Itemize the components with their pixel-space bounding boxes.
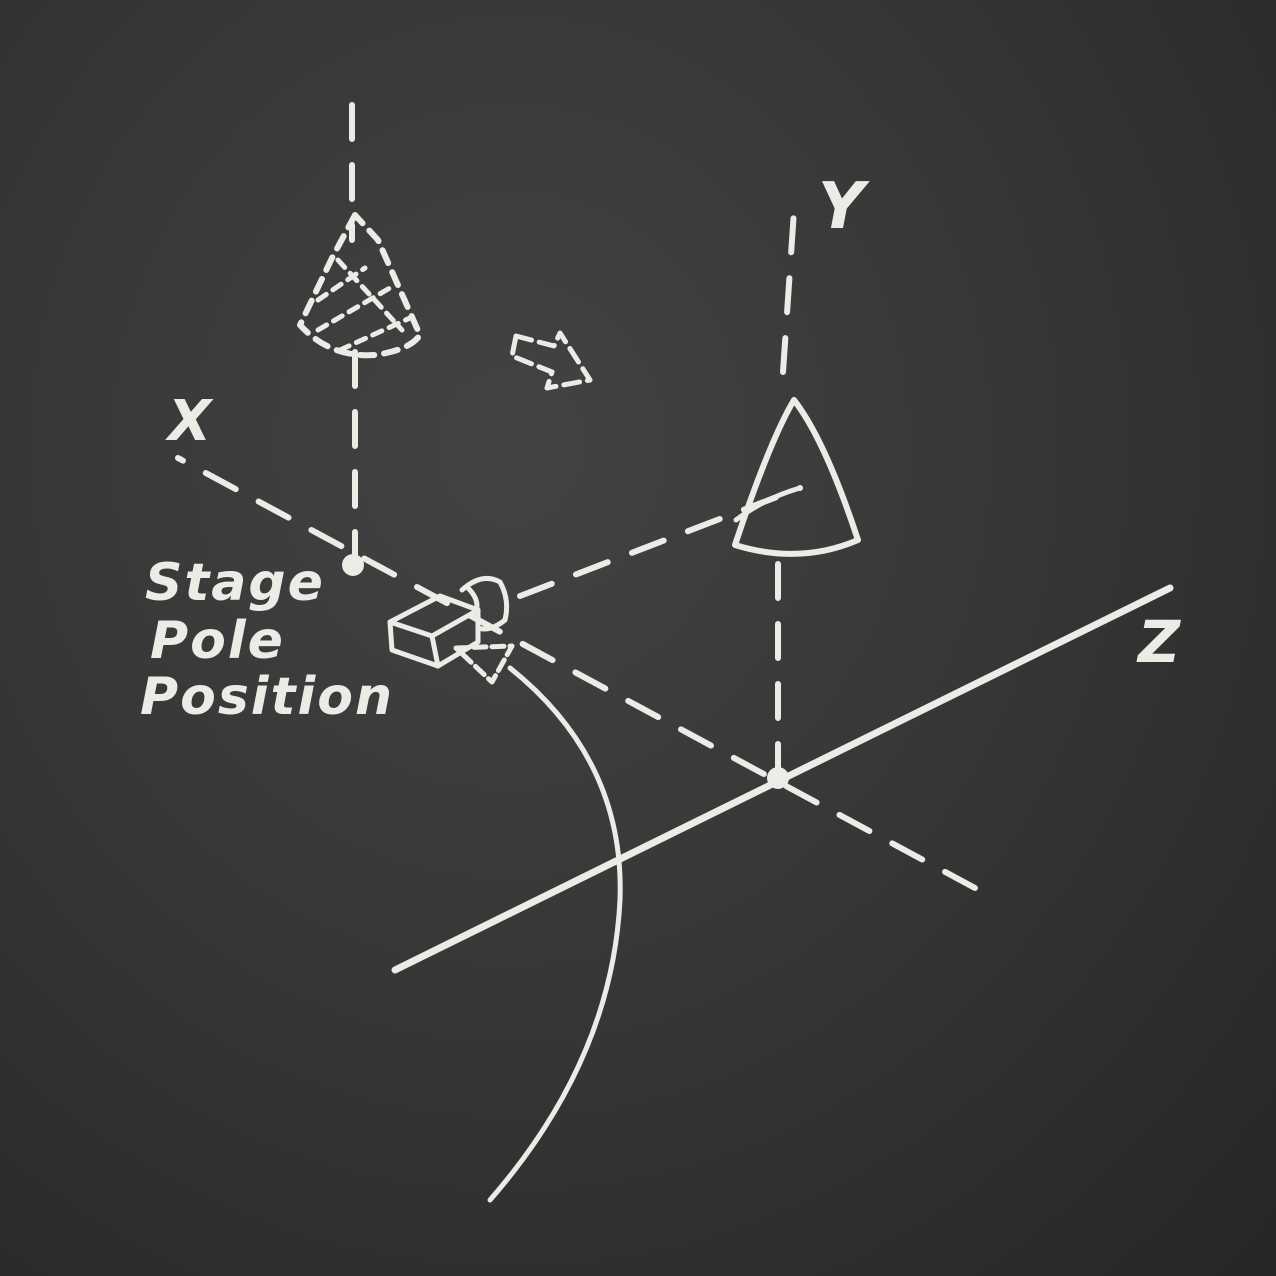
cone-target [732,397,861,557]
stage-pole-vertical-line [349,102,358,558]
x-axis-line [175,455,978,891]
axes [175,193,1174,974]
stage-pole-annotation-line-1: Stage [145,553,325,613]
camera-orbit-path [487,665,623,1203]
y-axis-label: Y [818,170,870,244]
hatched-cone-ghost [297,212,423,359]
move-arrow-icon [509,330,593,391]
stage-pole-base-point [342,554,364,576]
stage-pole-annotation-line-2: Pole [150,611,285,671]
z-axis-label: Z [1136,608,1182,676]
camera-icon [387,575,515,685]
origin-point [767,767,789,789]
y-axis-line [775,193,798,781]
x-axis-label: X [165,389,214,454]
stage-pole-annotation-line-3: Position [140,667,394,727]
stage-pole [342,102,364,576]
